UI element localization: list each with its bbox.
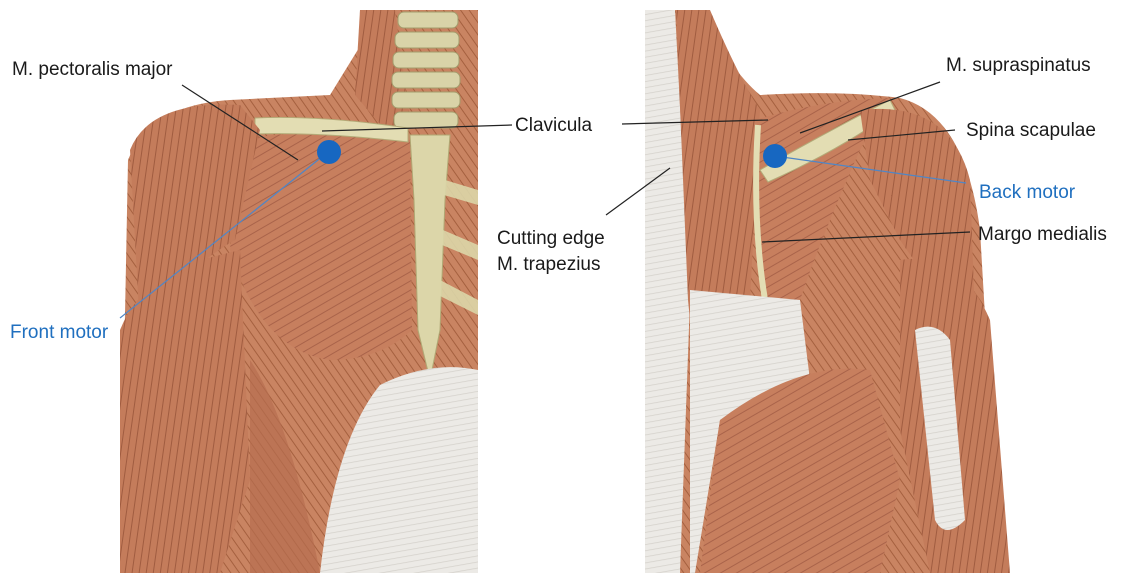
label-cutting-edge: Cutting edge: [497, 228, 605, 250]
label-front-motor: Front motor: [10, 322, 108, 344]
label-supraspinatus: M. supraspinatus: [946, 55, 1091, 77]
back-motor-marker: [763, 144, 787, 168]
label-spina-scapulae: Spina scapulae: [966, 120, 1096, 142]
label-clavicula: Clavicula: [515, 115, 592, 137]
label-back-motor: Back motor: [979, 182, 1075, 204]
front-motor-marker: [317, 140, 341, 164]
upper-arm-front: [120, 250, 250, 573]
label-margo-medialis: Margo medialis: [978, 224, 1107, 246]
label-pectoralis-major: M. pectoralis major: [12, 59, 173, 81]
back-view-illustration: [645, 10, 1010, 573]
label-trapezius: M. trapezius: [497, 254, 600, 276]
front-view-illustration: [120, 10, 478, 573]
